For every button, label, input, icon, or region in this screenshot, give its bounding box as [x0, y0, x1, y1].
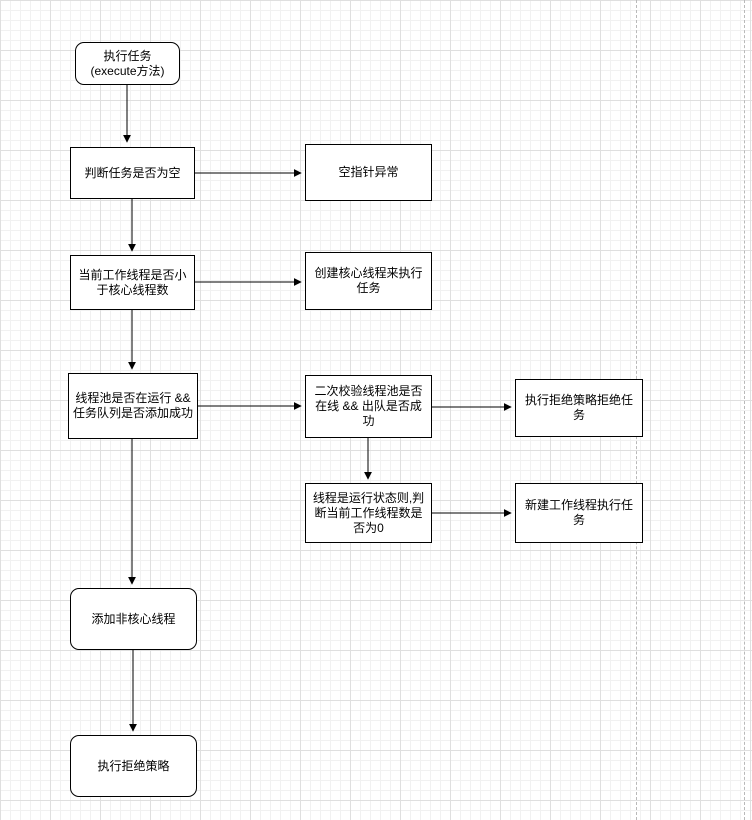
node-execute-task[interactable]: 执行任务 (execute方法): [75, 42, 180, 85]
node-check-worker-zero-label: 线程是运行状态则,判断当前工作线程数是否为0: [312, 490, 425, 535]
node-check-core-count[interactable]: 当前工作线程是否小于核心线程数: [70, 255, 195, 310]
page-break-line: [744, 0, 745, 820]
node-run-reject-policy-label: 执行拒绝策略: [97, 758, 170, 773]
node-create-core-thread-label: 创建核心线程来执行任务: [314, 266, 423, 295]
node-reject-policy-task[interactable]: 执行拒绝策略拒绝任务: [515, 379, 643, 437]
node-check-worker-zero[interactable]: 线程是运行状态则,判断当前工作线程数是否为0: [305, 483, 432, 543]
node-pool-running-enqueue-label: 线程池是否在运行 && 任务队列是否添加成功: [73, 391, 194, 420]
node-run-reject-policy[interactable]: 执行拒绝策略: [70, 735, 197, 797]
node-new-worker-thread-label: 新建工作线程执行任务: [524, 498, 633, 527]
node-add-noncore-thread-label: 添加非核心线程: [91, 611, 176, 626]
node-execute-task-label: 执行任务 (execute方法): [90, 48, 165, 78]
node-double-check-label: 二次校验线程池是否在线 && 出队是否成功: [314, 384, 423, 428]
node-new-worker-thread[interactable]: 新建工作线程执行任务: [515, 483, 643, 543]
node-check-task-null[interactable]: 判断任务是否为空: [70, 147, 195, 199]
node-reject-policy-task-label: 执行拒绝策略拒绝任务: [524, 393, 633, 422]
node-null-pointer-label: 空指针异常: [338, 165, 399, 179]
node-check-core-count-label: 当前工作线程是否小于核心线程数: [78, 267, 187, 297]
node-add-noncore-thread[interactable]: 添加非核心线程: [70, 588, 197, 650]
node-create-core-thread[interactable]: 创建核心线程来执行任务: [305, 252, 432, 310]
node-double-check[interactable]: 二次校验线程池是否在线 && 出队是否成功: [305, 375, 432, 438]
node-check-task-null-label: 判断任务是否为空: [84, 165, 181, 180]
node-pool-running-enqueue[interactable]: 线程池是否在运行 && 任务队列是否添加成功: [68, 373, 198, 439]
node-null-pointer[interactable]: 空指针异常: [305, 144, 432, 201]
